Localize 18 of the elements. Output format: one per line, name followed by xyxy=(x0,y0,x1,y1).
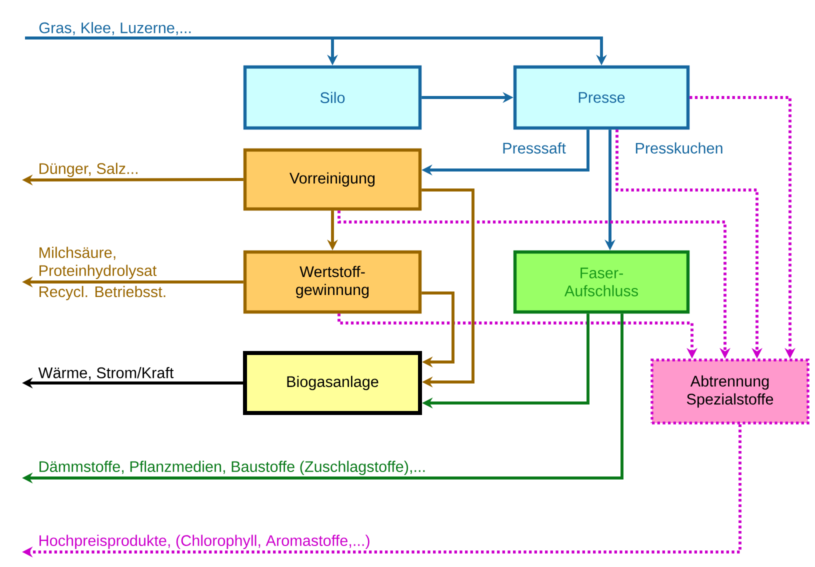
flow-label: Hochpreisprodukte, (Chlorophyll, Aromastoffe,...) xyxy=(40,534,370,550)
flow-label: Dämmstoffe, Pflanzmedien, Baustoffe (Zuschlagstoffe),... xyxy=(40,460,425,476)
side-label: Recycl. Betriebsst. xyxy=(40,286,166,300)
flow-label: Gras, Klee, Luzerne,... xyxy=(39,22,191,36)
process-box: Silo xyxy=(243,65,422,130)
arrow xyxy=(422,188,474,388)
arrow xyxy=(422,292,454,368)
edge-label: Presssaft xyxy=(500,141,568,155)
edge-label: Presskuchen xyxy=(633,141,725,155)
process-box: Abtrennung Spezialstoffe xyxy=(650,358,810,424)
process-box: Wertstoff- gewinnung xyxy=(243,250,422,314)
flow-label: Milchsäure, Proteinhydrolysat xyxy=(40,246,157,280)
process-box: Faser- Aufschluss xyxy=(513,250,690,314)
process-box: Vorreinigung xyxy=(243,148,422,211)
flow-label: Wärme, Strom/Kraft xyxy=(38,367,174,380)
process-box: Biogasanlage xyxy=(243,351,422,415)
process-box: Presse xyxy=(513,65,690,130)
flow-label: Dünger, Salz... xyxy=(40,162,138,178)
